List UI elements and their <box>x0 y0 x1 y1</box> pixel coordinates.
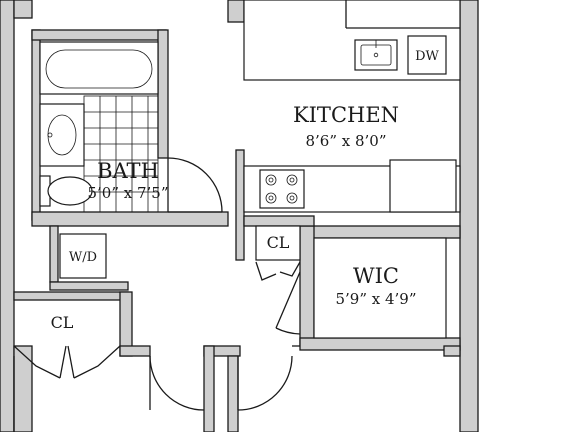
center-spine-wall <box>227 0 245 23</box>
wic-bottom-wall <box>299 337 461 351</box>
kitchen-upper-counter: DW <box>243 0 461 81</box>
wic-room <box>313 237 447 339</box>
kitchen-dimensions: 8’6” x 8’0” <box>305 132 386 150</box>
bath-door <box>167 157 223 213</box>
left-closet-label: CL <box>51 313 74 332</box>
bath-fixtures <box>39 41 159 213</box>
lower-left-stub <box>119 345 151 357</box>
right-exterior-wall <box>459 0 479 432</box>
bath-top-wall <box>31 29 167 41</box>
bath-vanity <box>39 103 85 167</box>
top-left-wall <box>13 0 33 19</box>
closet-top-wall <box>13 291 129 301</box>
bath-right-wall <box>157 29 169 159</box>
wd-left-wall <box>49 225 59 283</box>
left-closet: CL <box>13 313 121 379</box>
kitchen-lower-counter <box>243 159 461 213</box>
bath-bottom-wall <box>31 211 229 227</box>
range <box>259 169 305 209</box>
washer-dryer-box <box>59 233 107 279</box>
wic-top-wall <box>299 225 461 239</box>
refrigerator <box>389 159 457 213</box>
toilet-bowl <box>47 176 93 206</box>
small-closet: CL <box>255 225 301 281</box>
bath-name: BATH <box>97 159 159 183</box>
wic-dimensions: 5’9” x 4’9” <box>335 290 416 308</box>
small-closet-box <box>255 225 301 261</box>
wic-name: WIC <box>353 264 399 288</box>
kitchen-name: KITCHEN <box>293 103 399 127</box>
left-exterior-wall <box>0 0 15 432</box>
lower-center-col2 <box>227 355 239 432</box>
right-lower-stub <box>443 345 461 357</box>
kitchen-left-wall <box>235 149 245 261</box>
dishwasher <box>407 35 447 75</box>
lower-center-col <box>203 345 215 432</box>
washer-dryer: W/D <box>59 233 107 279</box>
interior-lines <box>13 345 300 432</box>
small-closet-label: CL <box>267 233 290 252</box>
bath-left-wall <box>31 29 41 221</box>
bath-dimensions: 5’0” x 7’5” <box>87 184 168 202</box>
washer-dryer-label: W/D <box>69 250 97 265</box>
wic-door <box>275 271 301 335</box>
wic-left-wall <box>299 225 315 347</box>
dishwasher-label: DW <box>415 49 439 64</box>
wd-bottom-wall <box>49 281 129 291</box>
lower-doors <box>149 355 293 411</box>
wic: WIC 5’9” x 4’9” <box>313 237 447 339</box>
small-closet-wall <box>243 215 315 227</box>
lower-left-wall <box>13 345 33 432</box>
